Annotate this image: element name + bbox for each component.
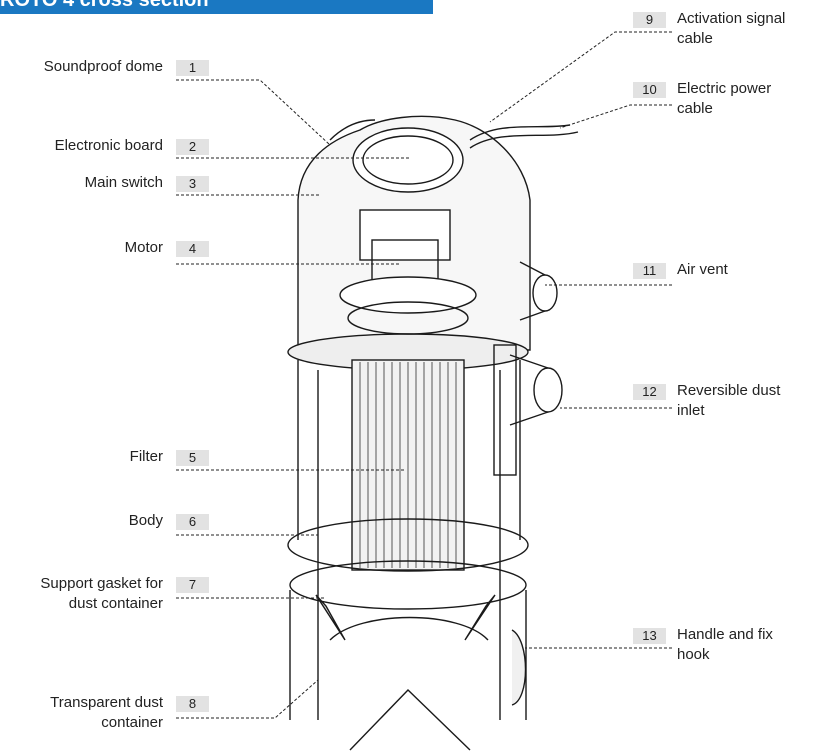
- callout-label-activation-signal-line1: Activation signal: [677, 10, 786, 27]
- callout-number-11: 11: [633, 263, 666, 279]
- callout-label-reversible-inlet-line2: inlet: [677, 402, 705, 419]
- callout-number-13: 13: [633, 628, 666, 644]
- callout-label-motor: Motor: [124, 239, 163, 256]
- callout-label-electric-power-line2: cable: [677, 100, 713, 117]
- callout-label-electric-power-cable: Electric power cable: [677, 79, 771, 119]
- callout-label-handle-and-fix-hook: Handle and fix hook: [677, 625, 773, 665]
- callout-label-support-gasket: Support gasket for dust container: [40, 574, 163, 614]
- callout-label-filter: Filter: [129, 448, 163, 465]
- callout-number-8: 8: [176, 696, 209, 712]
- callout-label-body: Body: [128, 512, 163, 529]
- callout-label-support-gasket-line2: dust container: [68, 595, 163, 612]
- device-outline: [287, 115, 579, 751]
- callout-label-transparent-container-line1: Transparent dust: [50, 694, 163, 711]
- callout-label-support-gasket-line1: Support gasket for: [40, 575, 163, 592]
- callout-number-12: 12: [633, 384, 666, 400]
- callout-label-handle-line2: hook: [677, 646, 710, 663]
- callout-label-activation-signal-cable: Activation signal cable: [677, 9, 785, 49]
- callout-number-5: 5: [176, 450, 209, 466]
- callout-label-transparent-container-line2: container: [101, 714, 163, 731]
- diagram-title: ROTO 4 cross section: [0, 0, 209, 11]
- callout-number-7: 7: [176, 577, 209, 593]
- callout-number-9: 9: [633, 12, 666, 28]
- callout-number-1: 1: [176, 60, 209, 76]
- callout-number-3: 3: [176, 176, 209, 192]
- callout-number-4: 4: [176, 241, 209, 257]
- callout-number-6: 6: [176, 514, 209, 530]
- leader-lines: [176, 31, 672, 719]
- callout-number-2: 2: [176, 139, 209, 155]
- callout-label-handle-line1: Handle and fix: [677, 626, 773, 643]
- callout-label-transparent-container: Transparent dust container: [50, 693, 163, 733]
- callout-label-reversible-inlet-line1: Reversible dust: [677, 382, 781, 399]
- callout-label-electronic-board: Electronic board: [54, 137, 163, 154]
- callout-label-electric-power-line1: Electric power: [677, 80, 772, 97]
- callout-number-10: 10: [633, 82, 666, 98]
- callout-label-reversible-dust-inlet: Reversible dust inlet: [677, 381, 780, 421]
- callout-label-air-vent: Air vent: [677, 261, 728, 278]
- callout-label-soundproof-dome: Soundproof dome: [43, 58, 163, 75]
- callout-label-activation-signal-line2: cable: [677, 30, 713, 47]
- title-banner: ROTO 4 cross section: [0, 0, 433, 14]
- callout-label-main-switch: Main switch: [84, 174, 163, 191]
